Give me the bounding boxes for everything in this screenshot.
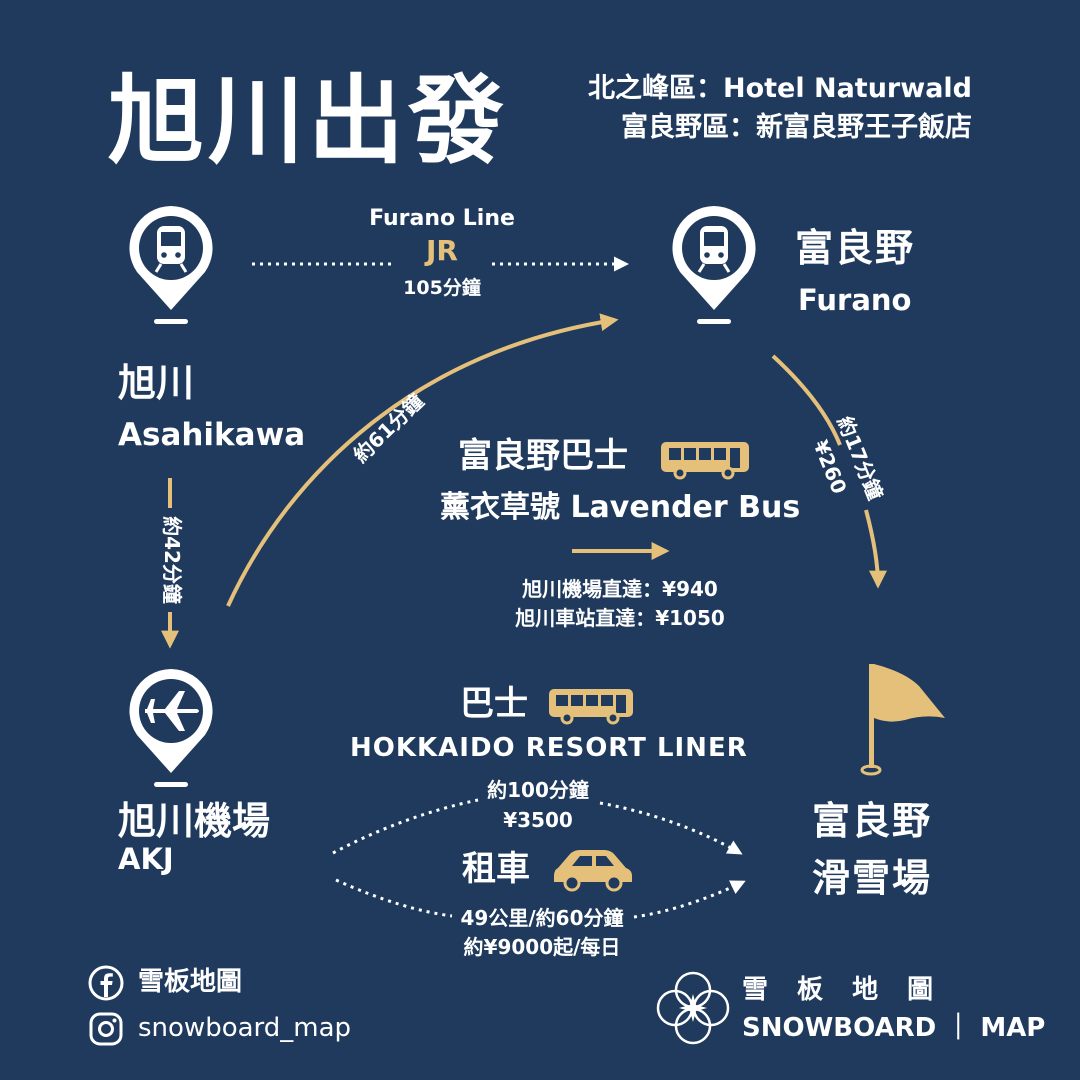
- page-title: 旭川出發: [108, 65, 508, 177]
- instagram-icon[interactable]: [88, 1011, 124, 1047]
- lavender-fare-station: 旭川車站直達：¥1050: [515, 606, 725, 630]
- lavender-bus-name: 富良野巴士: [458, 436, 628, 476]
- asahikawa-name-zh: 旭川: [118, 361, 195, 405]
- brand-name-zh: 雪 板 地 圖: [742, 975, 944, 1005]
- facebook-icon[interactable]: [88, 965, 124, 1001]
- resort-liner-route-right: [599, 801, 743, 855]
- flag-icon: [860, 664, 945, 776]
- resort-liner-time: 約100分鐘: [487, 778, 589, 802]
- instagram-handle[interactable]: snowboard_map: [138, 1013, 352, 1043]
- hotel-furano: 富良野區：新富良野王子飯店: [621, 112, 972, 143]
- furano-resort-arc: [771, 354, 842, 446]
- airport-plane-icon: [129, 669, 213, 787]
- resort-liner-name: 巴士: [460, 684, 528, 724]
- airport-name-zh: 旭川機場: [118, 799, 271, 843]
- jr-travel-time: 105分鐘: [403, 277, 481, 299]
- airport-furano-arc: [226, 313, 619, 607]
- airport-code: AKJ: [118, 842, 174, 876]
- resort-liner-subtitle: HOKKAIDO RESORT LINER: [350, 733, 748, 763]
- brand-logo-icon: [656, 971, 730, 1045]
- asahikawa-airport-time: 約42分鐘: [160, 516, 184, 604]
- car-rental-name: 租車: [462, 849, 530, 889]
- lavender-fare-airport: 旭川機場直達：¥940: [522, 577, 718, 601]
- lavender-bus-icon: [661, 442, 749, 480]
- asahikawa-name-en: Asahikawa: [118, 417, 306, 453]
- car-rental-price: 約¥9000起/每日: [463, 935, 621, 959]
- lavender-bus-subtitle: 薰衣草號 Lavender Bus: [440, 490, 801, 525]
- resort-name-line1: 富良野: [812, 799, 933, 843]
- jr-line-name: Furano Line: [369, 206, 515, 231]
- brand-name-en: SNOWBOARD ｜ MAP: [742, 1013, 1046, 1043]
- asahikawa-train-icon: [129, 206, 213, 324]
- resort-liner-fare: ¥3500: [503, 808, 573, 832]
- car-route-left: [335, 878, 453, 918]
- resort-name-line2: 滑雪場: [812, 856, 933, 900]
- furano-train-icon: [672, 206, 756, 324]
- furano-resort-arc-end: [864, 509, 887, 589]
- car-icon: [554, 850, 632, 892]
- resort-liner-route-left: [332, 798, 479, 855]
- resort-liner-bus-icon: [549, 689, 633, 725]
- hotel-kitanomine: 北之峰區：Hotel Naturwald: [587, 73, 972, 104]
- car-route-right: [633, 880, 746, 919]
- jr-operator: JR: [426, 234, 458, 267]
- car-rental-distance: 49公里/約60分鐘: [460, 906, 624, 930]
- facebook-handle[interactable]: 雪板地圖: [138, 967, 243, 997]
- furano-name-zh: 富良野: [795, 226, 916, 270]
- furano-name-en: Furano: [798, 283, 912, 317]
